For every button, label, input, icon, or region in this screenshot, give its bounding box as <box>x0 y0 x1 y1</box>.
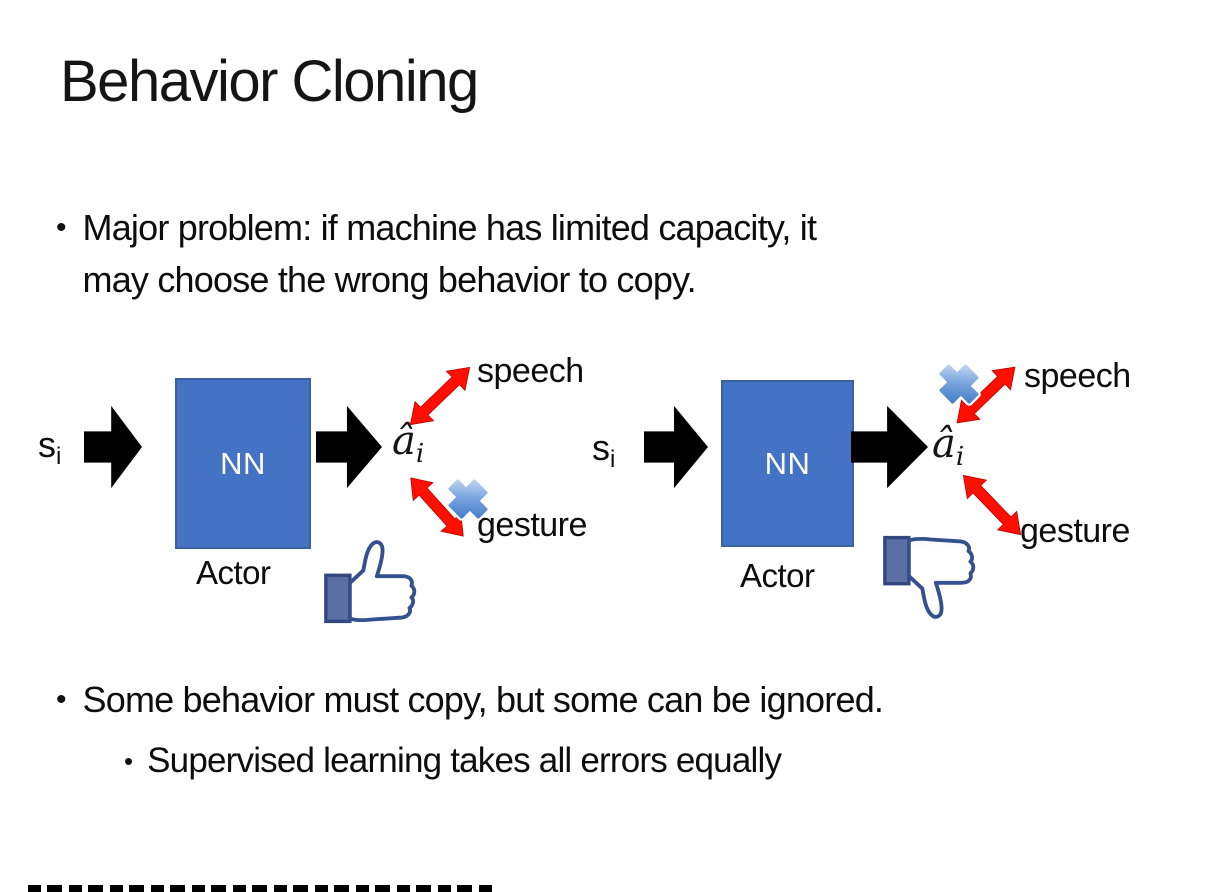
bullet-major-problem: • Major problem: if machine has limited … <box>56 202 817 306</box>
right-speech-double-arrow-icon <box>956 366 1016 424</box>
right-input-label: si <box>592 427 616 473</box>
right-speech-label: speech <box>1024 357 1131 395</box>
left-input-label: si <box>38 424 62 470</box>
right-input-arrow-icon <box>644 405 708 489</box>
bullet-dot: • <box>124 746 134 776</box>
clipped-text-line <box>28 885 492 892</box>
left-input-arrow-icon <box>84 405 142 489</box>
bullet-dot: • <box>56 211 67 244</box>
right-gesture-double-arrow-icon <box>962 474 1022 536</box>
thumbs-down-icon <box>883 535 976 619</box>
left-gesture-double-arrow-icon <box>410 477 464 537</box>
slide-title: Behavior Cloning <box>60 49 479 114</box>
bullet-some-behavior-text: Some behavior must copy, but some can be… <box>82 679 884 720</box>
bullet-some-behavior: • Some behavior must copy, but some can … <box>56 674 884 726</box>
left-output-arrow-icon <box>316 405 382 489</box>
left-actor-caption: Actor <box>196 554 271 591</box>
right-output-arrow-icon <box>851 405 928 489</box>
bullet-major-problem-text: Major problem: if machine has limited ca… <box>82 207 817 300</box>
right-output-label: âi <box>932 421 965 472</box>
right-gesture-label: gesture <box>1020 512 1130 550</box>
left-speech-label: speech <box>477 352 584 390</box>
bullet-supervised-text: Supervised learning takes all errors equ… <box>147 741 782 780</box>
left-speech-double-arrow-icon <box>409 366 471 426</box>
bullet-supervised: • Supervised learning takes all errors e… <box>124 736 782 786</box>
bullet-dot: • <box>56 683 67 716</box>
right-nn-box: NN <box>721 380 854 547</box>
thumbs-up-icon <box>324 540 417 624</box>
left-nn-label: NN <box>220 445 266 481</box>
right-actor-caption: Actor <box>740 557 815 594</box>
left-output-label: âi <box>392 418 425 469</box>
left-nn-box: NN <box>175 378 311 549</box>
left-cross-icon <box>446 477 490 521</box>
right-cross-icon <box>937 362 981 406</box>
left-gesture-label: gesture <box>477 506 587 544</box>
right-nn-label: NN <box>764 445 811 481</box>
